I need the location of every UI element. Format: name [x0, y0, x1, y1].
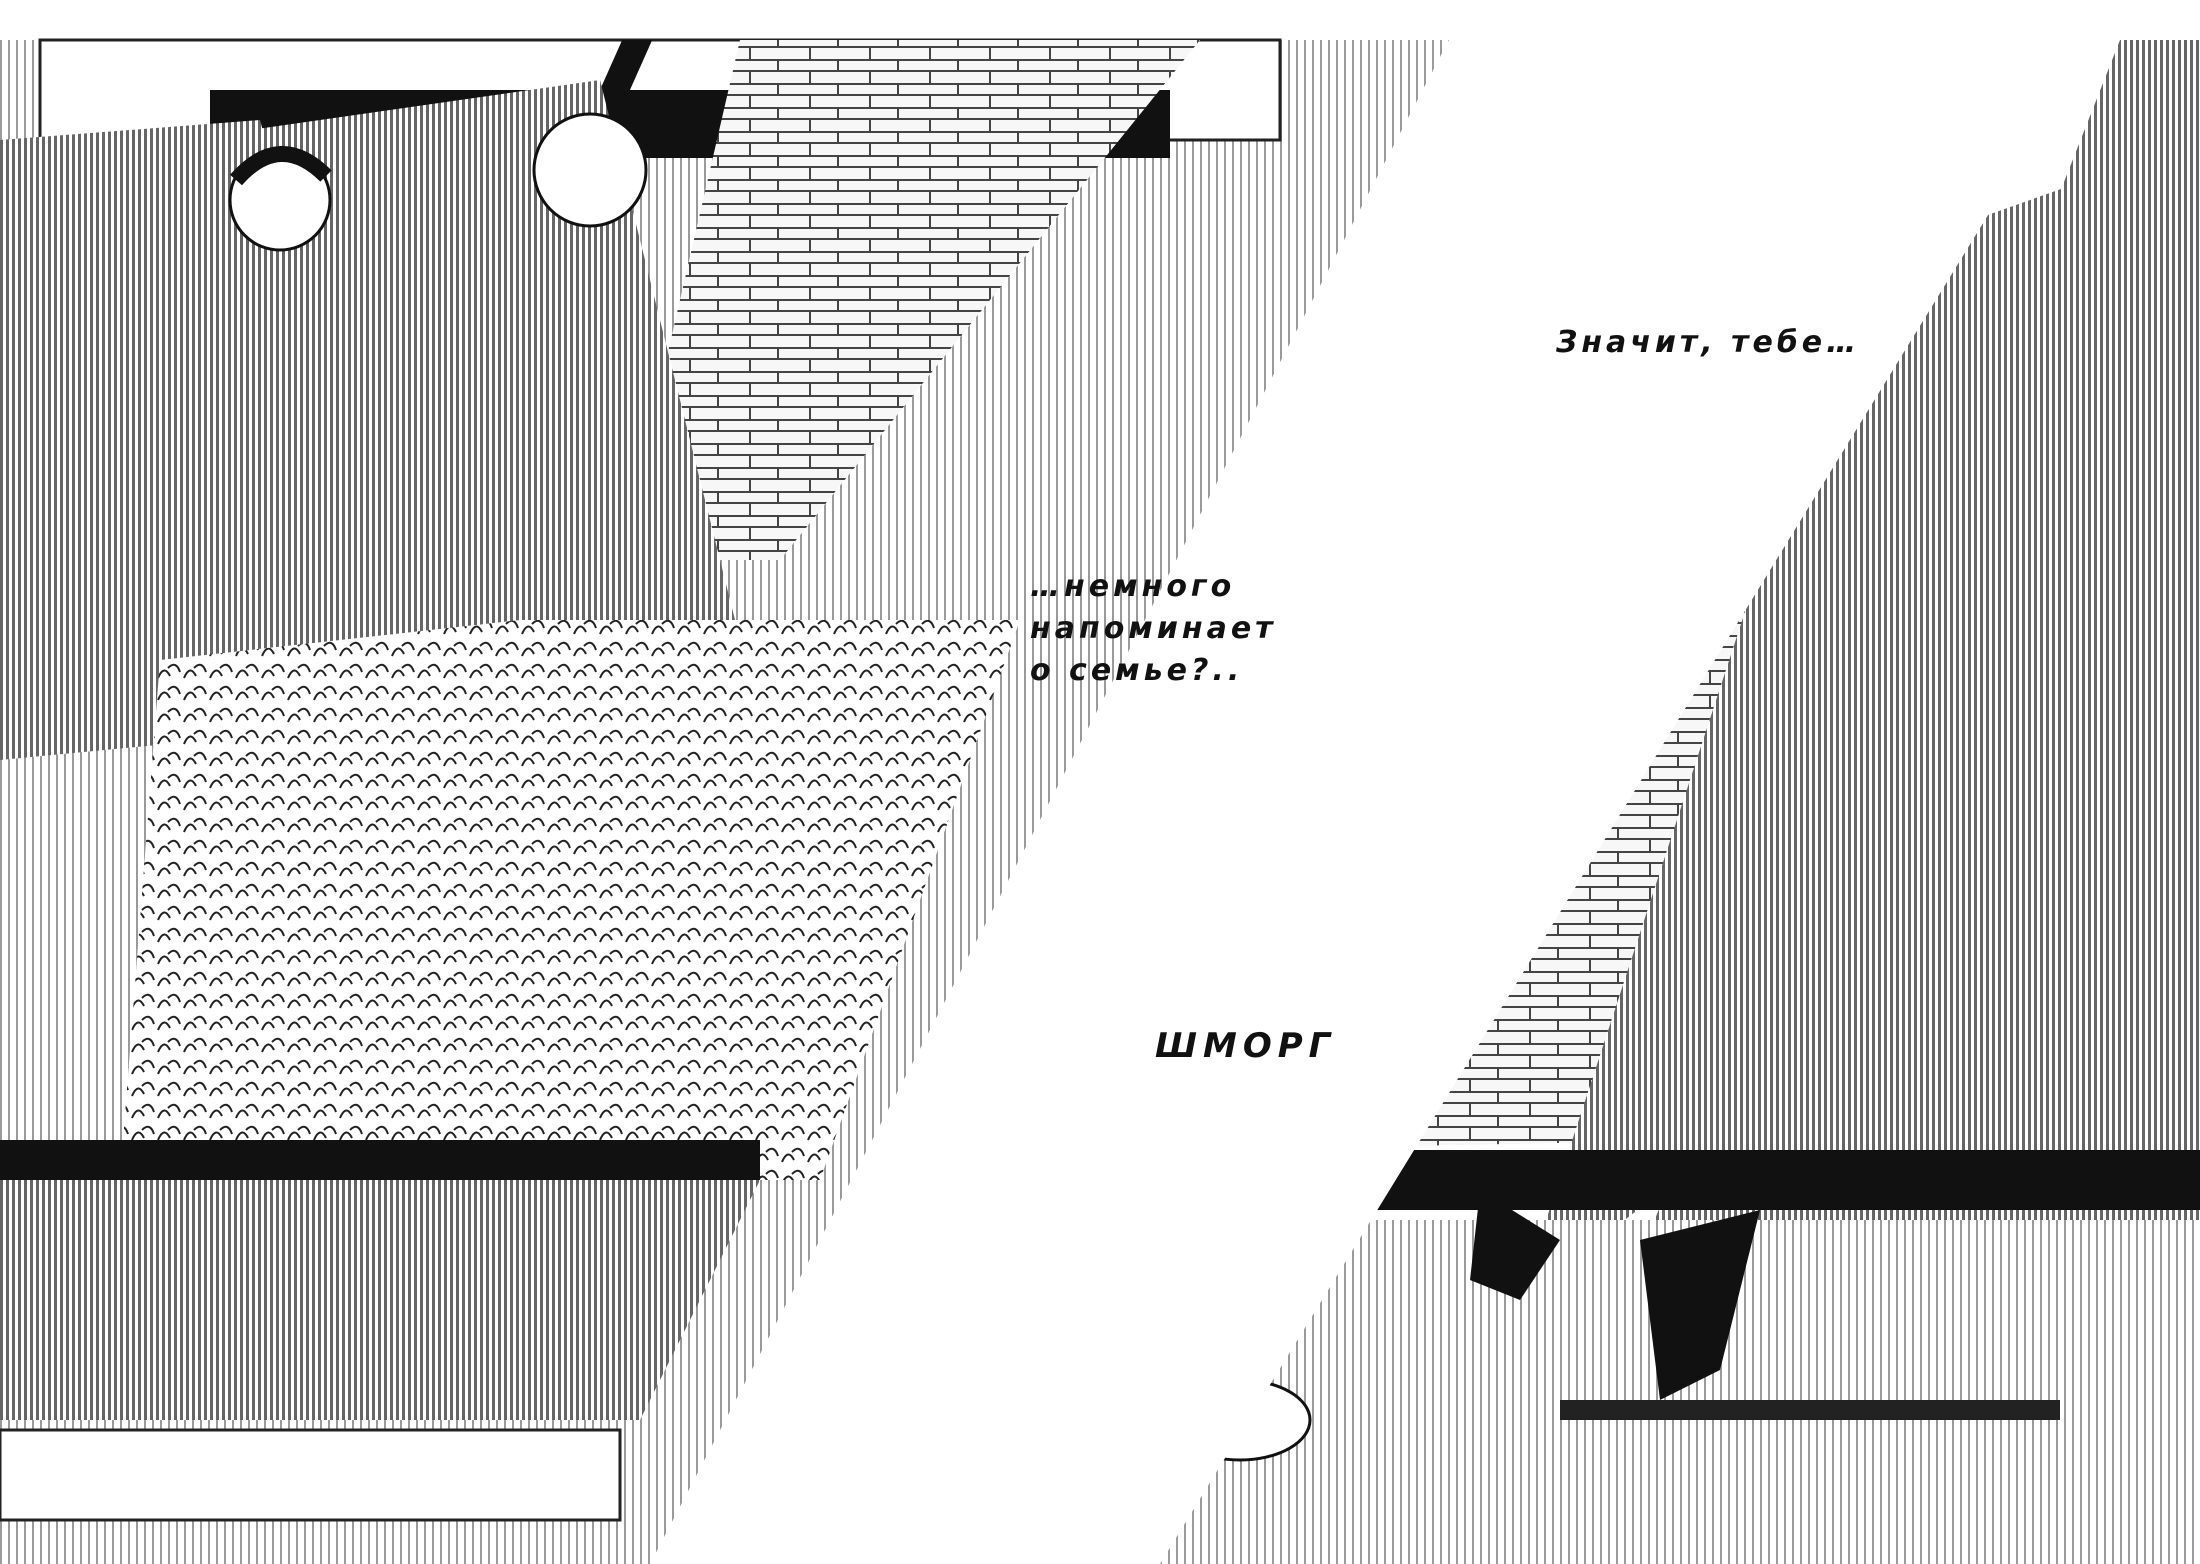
- caption-second: …немного напоминает о семье?..: [1030, 569, 1277, 688]
- diagonal-panel-gutter: [650, 0, 2120, 1564]
- sound-effect: ШМОРГ: [1155, 1026, 1337, 1066]
- caption-first: Значит, тебе…: [1556, 325, 1861, 360]
- left-panel: [0, 0, 1470, 1564]
